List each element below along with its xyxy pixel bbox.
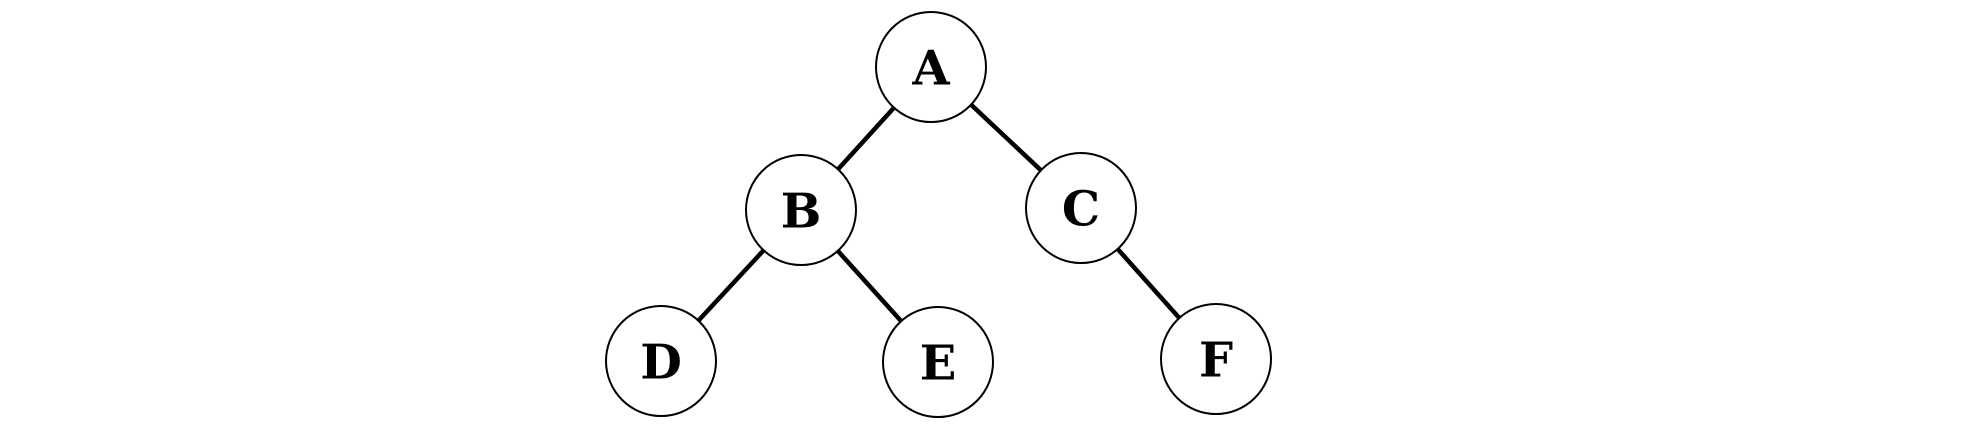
node-D: D bbox=[605, 305, 717, 417]
node-circle-D bbox=[605, 305, 717, 417]
node-F: F bbox=[1160, 303, 1272, 415]
node-label-A: A bbox=[911, 40, 950, 96]
node-B: B bbox=[745, 154, 857, 266]
node-circle-C bbox=[1025, 152, 1137, 264]
node-C: C bbox=[1025, 152, 1137, 264]
node-label-B: B bbox=[781, 183, 822, 239]
node-circle-B bbox=[745, 154, 857, 266]
node-circle-E bbox=[882, 306, 994, 418]
node-label-F: F bbox=[1199, 332, 1233, 388]
node-label-E: E bbox=[920, 335, 957, 391]
node-label-C: C bbox=[1062, 181, 1100, 237]
node-circle-F bbox=[1160, 303, 1272, 415]
node-A: A bbox=[875, 11, 987, 123]
node-label-D: D bbox=[640, 334, 682, 390]
node-E: E bbox=[882, 306, 994, 418]
node-circle-A bbox=[875, 11, 987, 123]
